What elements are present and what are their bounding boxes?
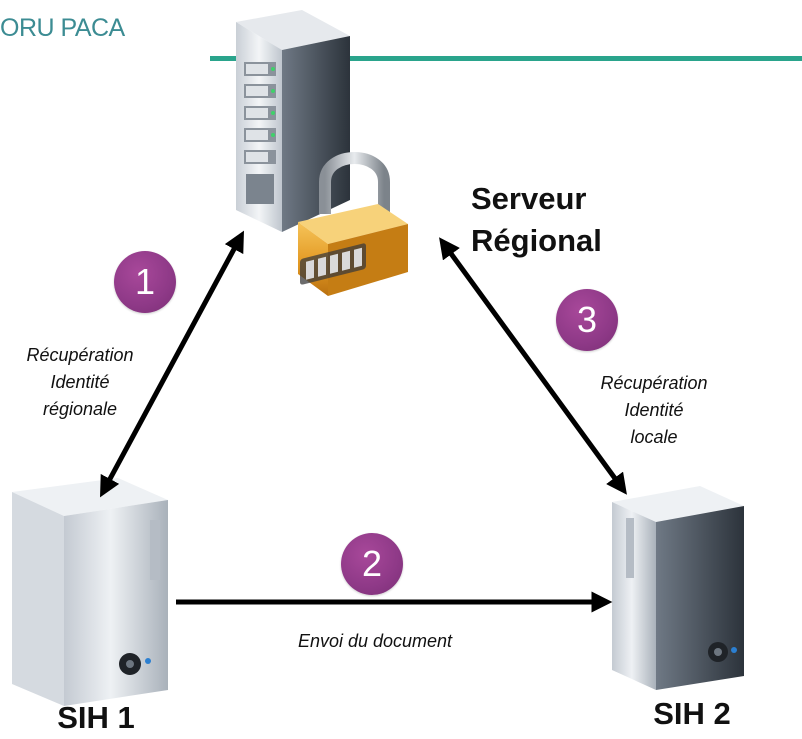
step-badge-3: 3 bbox=[556, 289, 618, 351]
caption-line: Identité bbox=[50, 372, 110, 392]
step3-caption: Récupération Identité locale bbox=[579, 370, 729, 451]
padlock-icon bbox=[298, 152, 408, 296]
regional-server-icon bbox=[236, 10, 350, 232]
header-accent-line bbox=[210, 56, 802, 61]
sih2-computer-icon bbox=[612, 486, 744, 690]
caption-line: Récupération bbox=[600, 373, 708, 393]
arrow-server-sih2 bbox=[439, 237, 627, 495]
sih1-label: SIH 1 bbox=[57, 700, 135, 735]
step-badge-2: 2 bbox=[341, 533, 403, 595]
step-badge-1: 1 bbox=[114, 251, 176, 313]
caption-line: locale bbox=[630, 427, 678, 447]
caption-line: Récupération bbox=[26, 345, 134, 365]
brand-title: ORU PACA bbox=[0, 14, 125, 42]
arrow-sih1-server bbox=[100, 230, 244, 498]
caption-line: Envoi du document bbox=[297, 631, 453, 651]
step1-caption: Récupération Identité régionale bbox=[10, 342, 150, 423]
caption-line: Identité bbox=[624, 400, 684, 420]
sih2-label: SIH 2 bbox=[653, 696, 731, 731]
step2-caption: Envoi du document bbox=[240, 628, 510, 655]
server-label-line2: Régional bbox=[471, 223, 602, 258]
caption-line: régionale bbox=[42, 399, 118, 419]
regional-server-label: Serveur Régional bbox=[471, 178, 602, 262]
sih1-computer-icon bbox=[12, 478, 168, 706]
server-label-line1: Serveur bbox=[471, 181, 587, 216]
